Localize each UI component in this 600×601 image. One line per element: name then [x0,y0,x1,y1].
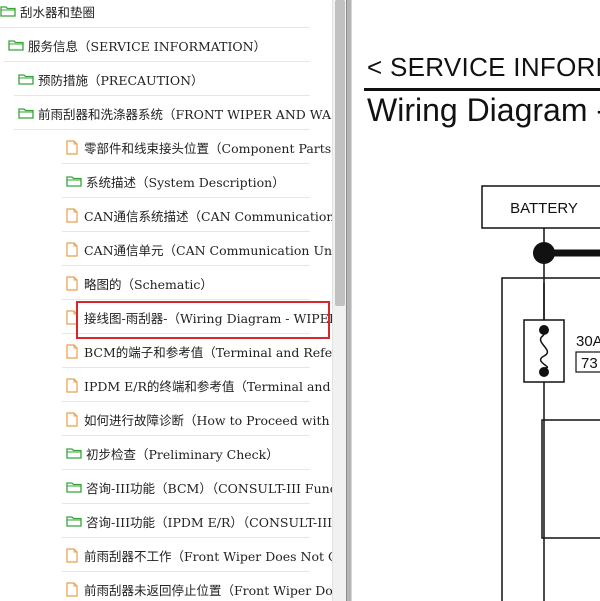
tree-item-label: 略图的（Schematic） [84,276,213,292]
page-icon [66,275,78,291]
row-separator [0,27,310,28]
wiring-diagram: BATTERY 30A 73 [481,185,600,601]
document-viewer: < SERVICE INFORMATION > Wiring Diagram -… [352,0,600,601]
page-icon [66,241,78,257]
doc-header-rule [364,88,600,91]
row-separator [62,163,310,164]
row-separator [62,333,310,334]
tree-item-label: 刮水器和垫圈 [20,4,96,20]
tree-item-label: 前雨刮器未返回停止位置（Front Wiper Does Not Return … [84,582,332,598]
tree-item[interactable]: 如何进行故障诊断（How to Proceed with Trouble Dia… [0,402,332,436]
page-icon [66,411,78,427]
tree-item-label: CAN通信系统描述（CAN Communication System Descr… [84,208,332,224]
tree-item[interactable]: 服务信息（SERVICE INFORMATION） [0,28,332,62]
row-separator [62,435,310,436]
tree-item-label: 接线图-雨刮器-（Wiring Diagram - WIPER -） [84,310,332,326]
page-icon [66,139,78,155]
row-separator [14,95,310,96]
row-separator [62,299,310,300]
tree-item-label: 前雨刮器和洗涤器系统（FRONT WIPER AND WASHER SYSTEM… [38,106,332,122]
row-separator [14,129,310,130]
row-separator [62,401,310,402]
folder-icon [8,40,24,51]
folder-icon [66,516,82,527]
tree-item-label: CAN通信单元（CAN Communication Unit） [84,242,332,258]
tree-item-label: IPDM E/R的终端和参考值（Terminal and Reference V… [84,378,332,394]
tree-item[interactable]: 预防措施（PRECAUTION） [0,62,332,96]
page-icon [66,377,78,393]
page-icon [66,309,78,325]
doc-title: Wiring Diagram - WIPER - [367,92,600,128]
tree-item[interactable]: 零部件和线束接头位置（Component Parts and Harness C… [0,130,332,164]
page-icon [66,581,78,597]
tree-item-label: 前雨刮器不工作（Front Wiper Does Not Operate） [84,548,332,564]
page-icon [66,207,78,223]
scrollbar-thumb[interactable] [335,0,345,306]
row-separator [62,367,310,368]
tree-item-label: 系统描述（System Description） [86,174,285,190]
tree-item[interactable]: 略图的（Schematic） [0,266,332,300]
pane-splitter[interactable] [346,0,352,601]
tree-item-label: 服务信息（SERVICE INFORMATION） [28,38,267,54]
tree-item-label: 零部件和线束接头位置（Component Parts and Harness C… [84,140,332,156]
folder-icon [0,6,16,17]
tree-item[interactable]: CAN通信系统描述（CAN Communication System Descr… [0,198,332,232]
tree-scrollbar[interactable] [332,0,346,601]
row-separator [62,197,310,198]
fuse-terminal-top [539,325,549,335]
fuse-number-box [575,351,600,373]
tree-item-selected[interactable]: 接线图-雨刮器-（Wiring Diagram - WIPER -） [0,300,332,334]
tree-item[interactable]: 咨询-III功能（BCM）（CONSULT-III Function (BCM)… [0,470,332,504]
page-icon [66,547,78,563]
fuse-rating: 30A [576,333,600,350]
tree-item[interactable]: 刮水器和垫圈 [0,0,332,28]
battery-label: BATTERY [510,200,578,217]
tree-item[interactable]: 前雨刮器未返回停止位置（Front Wiper Does Not Return … [0,572,332,601]
folder-icon [66,448,82,459]
page-icon [66,343,78,359]
doc-section-header: < SERVICE INFORMATION > [367,52,600,82]
row-separator [62,265,310,266]
row-separator [62,571,310,572]
wire-junction [533,242,555,264]
folder-icon [18,108,34,119]
row-separator [62,503,310,504]
row-separator [62,231,310,232]
folder-icon [66,176,82,187]
tree-item[interactable]: IPDM E/R的终端和参考值（Terminal and Reference V… [0,368,332,402]
folder-icon [18,74,34,85]
tree-item-label: 预防措施（PRECAUTION） [38,72,204,88]
tree-item-label: 咨询-III功能（BCM）（CONSULT-III Function (BCM)… [86,480,332,496]
row-separator [62,537,310,538]
lower-circuit-loop [541,419,600,539]
tree-item-label: 如何进行故障诊断（How to Proceed with Trouble Dia… [84,412,332,428]
tree-item[interactable]: 前雨刮器和洗涤器系统（FRONT WIPER AND WASHER SYSTEM… [0,96,332,130]
tree-item[interactable]: CAN通信单元（CAN Communication Unit） [0,232,332,266]
row-separator [4,61,310,62]
tree-item[interactable]: 咨询-III功能（IPDM E/R）（CONSULT-III Function … [0,504,332,538]
tree-item-label: 初步检查（Preliminary Check） [86,446,279,462]
tree-item[interactable]: 前雨刮器不工作（Front Wiper Does Not Operate） [0,538,332,572]
tree-item-label: 咨询-III功能（IPDM E/R）（CONSULT-III Function … [86,514,332,530]
fusible-link-box [501,277,600,601]
battery-box [481,185,600,229]
tree-item[interactable]: 系统描述（System Description） [0,164,332,198]
fuse-terminal-bottom [539,367,549,377]
fuse-element [539,334,549,369]
tree-item[interactable]: BCM的端子和参考值（Terminal and Reference Value … [0,334,332,368]
tree-item[interactable]: 初步检查（Preliminary Check） [0,436,332,470]
tree-item-label: BCM的端子和参考值（Terminal and Reference Value … [84,344,332,360]
navigation-tree: 刮水器和垫圈服务信息（SERVICE INFORMATION） 预防措施（PREC… [0,0,332,601]
folder-icon [66,482,82,493]
row-separator [62,469,310,470]
fuse-number: 73 [581,355,598,372]
